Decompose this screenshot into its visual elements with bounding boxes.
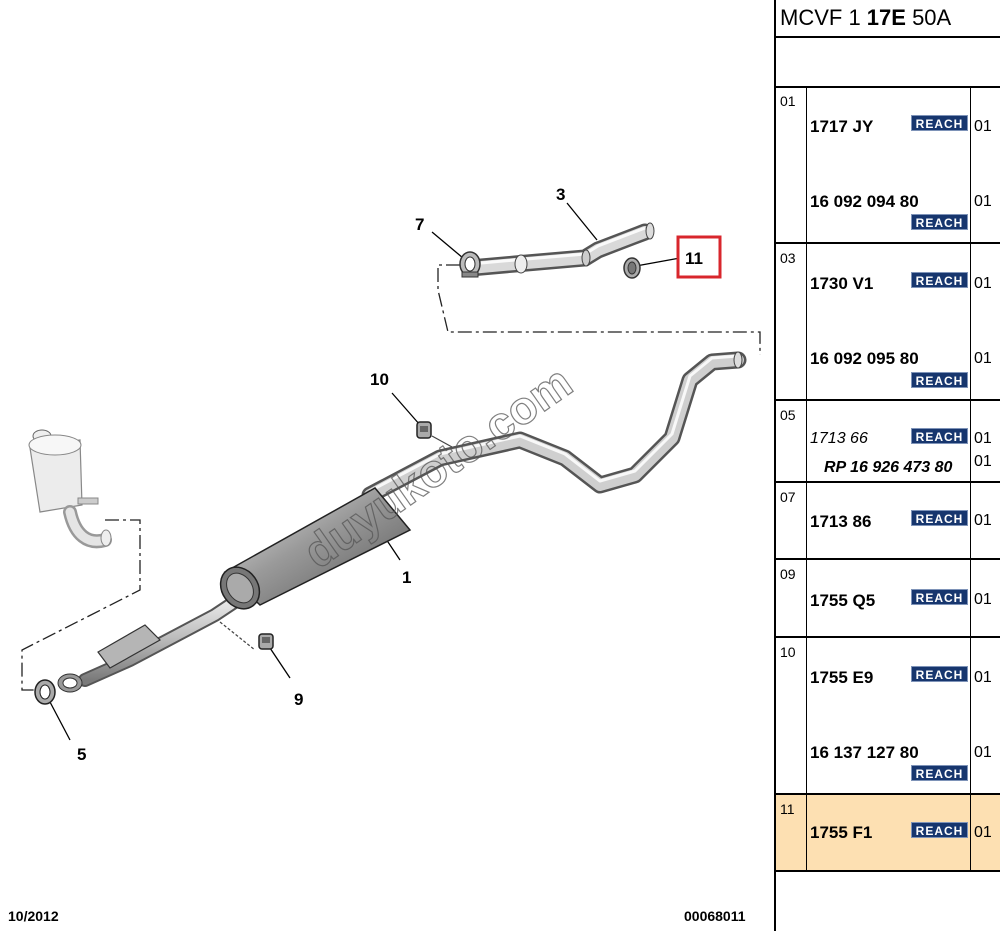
part-ref[interactable]: 1717 JY: [810, 117, 874, 136]
row-index: 01: [780, 93, 796, 109]
exhaust-line: [57, 351, 747, 693]
part-ref[interactable]: 1730 V1: [810, 274, 874, 293]
reach-badge: REACH: [911, 214, 968, 230]
parts-row-01[interactable]: 01 1717 JY REACH 01 16 092 094 80 01 REA…: [776, 87, 1000, 244]
clamp-part-7: [459, 251, 481, 278]
part-ref[interactable]: 1755 E9: [810, 668, 874, 687]
callout-7[interactable]: 7: [415, 215, 424, 234]
hanger-part-9: [258, 633, 274, 650]
reach-badge: REACH: [911, 272, 968, 288]
row-index: 11: [780, 801, 795, 817]
part-qty: 01: [974, 430, 992, 447]
part-qty: 01: [974, 193, 992, 210]
gasket-part-11: [623, 257, 641, 279]
exhaust-diagram: 7 3 11 10 1 9 5 duyukoto.com: [21, 185, 761, 764]
callout-11-highlight: [676, 235, 722, 279]
part-qty: 01: [974, 453, 992, 470]
part-qty: 01: [974, 512, 992, 529]
row-index: 10: [780, 644, 796, 660]
reach-badge: REACH: [911, 822, 968, 838]
callout-10[interactable]: 10: [370, 370, 389, 389]
part-ref[interactable]: 16 092 095 80: [810, 349, 919, 368]
reach-badge: REACH: [911, 115, 968, 131]
callout-9[interactable]: 9: [294, 690, 303, 709]
row-index: 05: [780, 407, 796, 423]
part-qty: 01: [974, 350, 992, 367]
parts-row-09[interactable]: 09 1755 Q5 REACH 01: [776, 560, 1000, 638]
part-qty: 01: [974, 275, 992, 292]
part-ref[interactable]: 1713 66: [810, 430, 868, 447]
panel-header: MCVF 1 17E 50A: [776, 0, 1000, 38]
part-ref[interactable]: 16 092 094 80: [810, 192, 919, 211]
parts-row-11[interactable]: 11 1755 F1 REACH 01: [776, 795, 1000, 872]
parts-panel: MCVF 1 17E 50A 01 1717 JY REACH 01 16 09…: [774, 0, 1000, 931]
reach-badge: REACH: [911, 589, 968, 605]
muffler-part-1: [219, 487, 412, 610]
callout-5[interactable]: 5: [77, 745, 86, 764]
callout-11[interactable]: 11: [685, 249, 703, 268]
row-index: 07: [780, 489, 796, 505]
catalytic-converter: [28, 429, 112, 549]
part-qty: 01: [974, 669, 992, 686]
reach-badge: REACH: [911, 428, 968, 444]
parts-row-07[interactable]: 07 1713 86 REACH 01: [776, 483, 1000, 560]
front-tube-part-3: [461, 222, 655, 277]
parts-row-03[interactable]: 03 1730 V1 REACH 01 16 092 095 80 01 REA…: [776, 244, 1000, 401]
part-ref[interactable]: 16 137 127 80: [810, 743, 919, 762]
reach-badge: REACH: [911, 666, 968, 682]
watermark: duyukoto.com: [294, 355, 581, 578]
footer-date: 10/2012: [8, 908, 59, 924]
row-index: 03: [780, 250, 796, 266]
part-qty: 01: [974, 591, 992, 608]
reach-badge: REACH: [911, 510, 968, 526]
part-qty: 01: [974, 744, 992, 761]
ring-part-5: [34, 679, 56, 705]
part-ref[interactable]: 1755 F1: [810, 823, 873, 842]
connection-lines: [21, 264, 761, 691]
parts-row-05[interactable]: 05 1713 66 REACH 01 RP 16 926 473 80 01: [776, 401, 1000, 483]
leader-lines: [49, 202, 681, 741]
reach-badge: REACH: [911, 372, 968, 388]
hanger-part-10: [416, 421, 453, 448]
part-qty: 01: [974, 824, 992, 841]
part-qty: 01: [974, 118, 992, 135]
footer-code: 00068011: [684, 908, 746, 924]
callout-1[interactable]: 1: [402, 568, 411, 587]
panel-blank-row: [776, 38, 1000, 88]
callout-3[interactable]: 3: [556, 185, 565, 204]
parts-row-10[interactable]: 10 1755 E9 REACH 01 16 137 127 80 01 REA…: [776, 638, 1000, 795]
part-ref[interactable]: 1713 86: [810, 512, 872, 531]
part-ref[interactable]: RP 16 926 473 80: [824, 459, 953, 476]
reach-badge: REACH: [911, 765, 968, 781]
row-index: 09: [780, 566, 796, 582]
part-ref[interactable]: 1755 Q5: [810, 591, 876, 610]
